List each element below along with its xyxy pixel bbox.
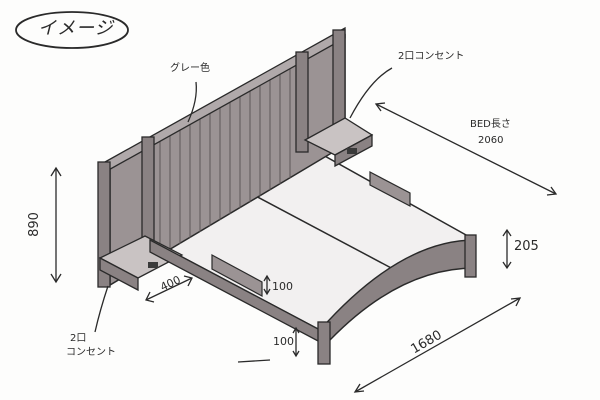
mattress-divider (234, 184, 396, 271)
left-rail-stop (211, 253, 263, 298)
outlet-left-label-1: 2口 (70, 333, 87, 344)
headboard-height-label: 890 (26, 212, 42, 237)
right-rail-stop (369, 171, 411, 207)
leader-color (187, 81, 197, 123)
bed-length-value: 2060 (478, 135, 504, 146)
rear-leg (464, 234, 477, 278)
title-label: イメージ (38, 18, 114, 39)
color-note-label: グレー色 (170, 63, 210, 74)
leader-outlet-right (349, 67, 393, 119)
dimension-arrows (50, 67, 558, 393)
dim-1680-line (354, 297, 521, 393)
outlet-right-label: 2口コンセント (398, 51, 465, 62)
headboard-post-center (295, 51, 309, 153)
leader-outlet-left (94, 285, 109, 333)
title-bubble (15, 11, 129, 49)
footboard-height-label: 205 (514, 239, 539, 254)
outlet-left-label-2: コンセント (66, 347, 116, 358)
dim-2060-line (375, 103, 557, 195)
bed-length-label: BED長さ (470, 119, 511, 130)
left-outlet (148, 262, 158, 268)
dim-400-line (145, 277, 193, 301)
leg-height-label: 100 (273, 335, 294, 348)
right-outlet (347, 148, 357, 154)
front-leg (317, 321, 331, 365)
leader-footboard (237, 359, 271, 363)
headboard-slats (149, 62, 291, 262)
rail-height-label: 100 (272, 280, 293, 293)
left-shelf-front (99, 256, 139, 292)
